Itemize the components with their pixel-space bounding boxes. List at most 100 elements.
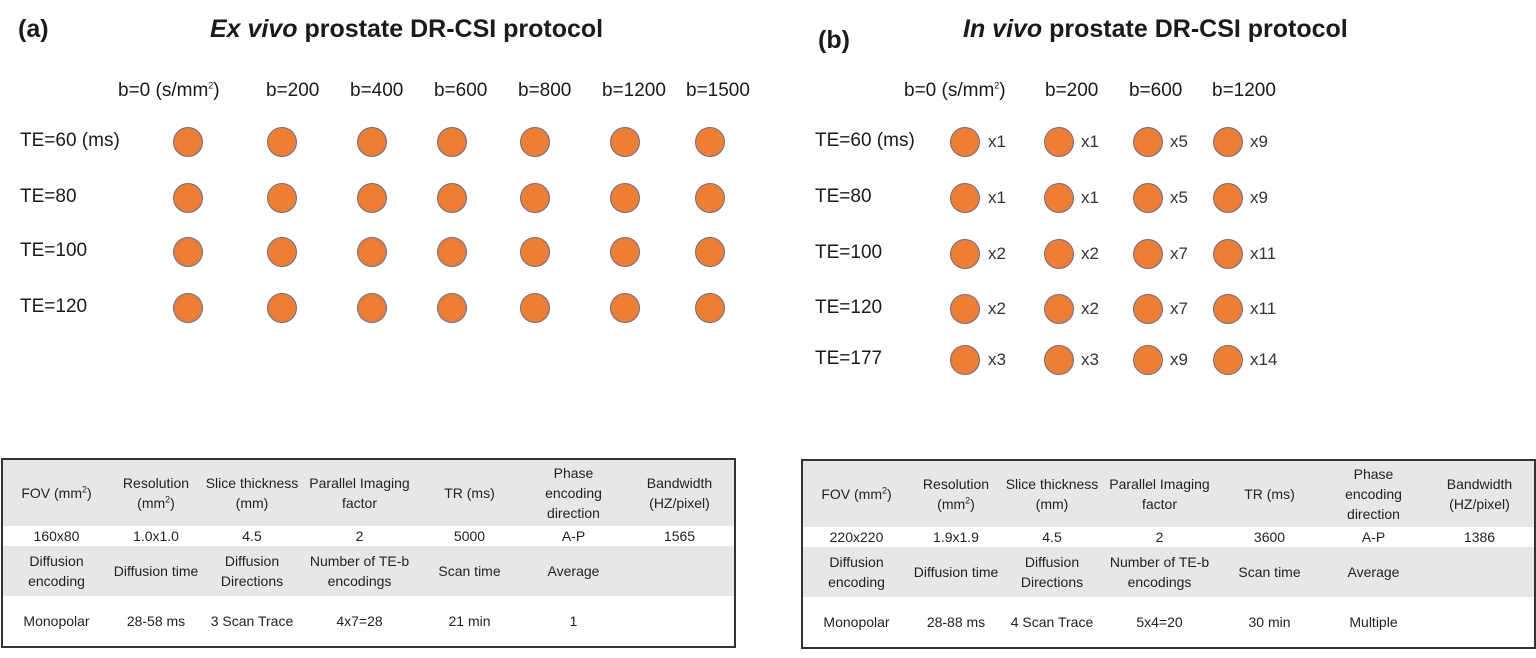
panel_b-repeat-multiplier: x2 — [1081, 244, 1099, 263]
table-cell: 160x80 — [2, 525, 110, 546]
panel-a-title: Ex vivo prostate DR-CSI protocol — [210, 15, 603, 44]
acquisition-dot — [1133, 345, 1163, 375]
table-cell: Slice thickness (mm) — [1002, 460, 1102, 527]
acquisition-dot — [520, 237, 550, 267]
superscript: 2 — [81, 484, 87, 495]
panel_b-repeat-multiplier: x9 — [1250, 188, 1268, 207]
acquisition-dot — [357, 237, 387, 267]
acquisition-dot — [357, 293, 387, 323]
panel-b-title-italic: In vivo — [963, 15, 1043, 43]
panel_b-repeat-multiplier: x11 — [1250, 244, 1277, 263]
table-cell: Phase encoding direction — [522, 459, 625, 526]
table-cell: Diffusion Directions — [202, 545, 302, 597]
acquisition-dot — [1133, 127, 1163, 157]
panel-b-parameter-table: FOV (mm2)Resolution (mm2)Slice thickness… — [801, 459, 1536, 649]
panel-a-parameter-table: FOV (mm2)Resolution (mm2)Slice thickness… — [1, 458, 736, 648]
table-cell: 1386 — [1425, 526, 1535, 547]
superscript: 2 — [881, 485, 887, 496]
table-cell: 2 — [302, 525, 417, 546]
acquisition-dot — [950, 294, 980, 324]
panel_b-repeat-multiplier: x2 — [1081, 299, 1099, 318]
acquisition-dot — [695, 183, 725, 213]
panel_a-te-label: TE=60 (ms) — [20, 130, 120, 151]
panel_b-b-header: b=200 — [1045, 80, 1099, 101]
acquisition-dot — [1044, 127, 1074, 157]
panel_b-repeat-multiplier: x1 — [1081, 188, 1099, 207]
acquisition-dot — [173, 237, 203, 267]
acquisition-dot — [1044, 294, 1074, 324]
table-cell: Parallel Imaging factor — [302, 459, 417, 526]
table-cell: Diffusion encoding — [2, 545, 110, 597]
panel_b-te-label: TE=100 — [815, 242, 883, 263]
acquisition-dot — [1213, 345, 1243, 375]
table-cell — [625, 545, 735, 597]
acquisition-dot — [950, 183, 980, 213]
table-cell: Diffusion encoding — [802, 546, 910, 598]
superscript: 2 — [965, 495, 971, 506]
table-cell: Number of TE-b encodings — [302, 545, 417, 597]
table-cell — [1425, 546, 1535, 598]
panel_b-te-label: TE=177 — [815, 348, 883, 369]
acquisition-dot — [437, 127, 467, 157]
acquisition-dot — [1133, 183, 1163, 213]
table-cell: 1.0x1.0 — [110, 525, 202, 546]
panel_b-repeat-multiplier: x7 — [1170, 299, 1188, 318]
acquisition-dot — [173, 183, 203, 213]
acquisition-dot — [1044, 183, 1074, 213]
panel_b-repeat-multiplier: x7 — [1170, 244, 1188, 263]
table-cell: FOV (mm2) — [802, 460, 910, 527]
table-cell: Slice thickness (mm) — [202, 459, 302, 526]
table-cell: 4.5 — [202, 525, 302, 546]
table-cell — [625, 596, 735, 647]
panel_b-repeat-multiplier: x9 — [1250, 132, 1268, 151]
panel_b-repeat-multiplier: x1 — [988, 132, 1006, 151]
acquisition-dot — [173, 293, 203, 323]
table-cell: 4.5 — [1002, 526, 1102, 547]
table-row: FOV (mm2)Resolution (mm2)Slice thickness… — [802, 460, 1535, 527]
acquisition-dot — [173, 127, 203, 157]
table-cell: Phase encoding direction — [1322, 460, 1425, 527]
table-cell: Monopolar — [802, 597, 910, 648]
acquisition-dot — [950, 345, 980, 375]
acquisition-dot — [695, 127, 725, 157]
table-cell: 28-88 ms — [910, 597, 1002, 648]
acquisition-dot — [1133, 294, 1163, 324]
acquisition-dot — [1133, 239, 1163, 269]
panel_a-b-header: b=600 — [434, 80, 488, 101]
table-cell: A-P — [522, 525, 625, 546]
panel_b-repeat-multiplier: x3 — [1081, 350, 1099, 369]
panel-a-title-italic: Ex vivo — [210, 15, 298, 43]
panel_b-repeat-multiplier: x5 — [1170, 188, 1188, 207]
panel_a-b-header: b=200 — [266, 80, 320, 101]
panel-a-label: (a) — [18, 15, 49, 43]
acquisition-dot — [610, 127, 640, 157]
table-cell: Parallel Imaging factor — [1102, 460, 1217, 527]
acquisition-dot — [437, 237, 467, 267]
superscript: 2 — [994, 80, 1000, 91]
panel_b-repeat-multiplier: x9 — [1170, 350, 1188, 369]
panel_b-repeat-multiplier: x3 — [988, 350, 1006, 369]
table-cell: 4 Scan Trace — [1002, 597, 1102, 648]
panel_a-te-label: TE=100 — [20, 240, 88, 261]
table-cell: 2 — [1102, 526, 1217, 547]
panel_b-repeat-multiplier: x2 — [988, 244, 1006, 263]
panel_a-b-header: b=1200 — [602, 80, 666, 101]
table-cell: 5x4=20 — [1102, 597, 1217, 648]
panel_b-b-header: b=0 (s/mm2) — [904, 80, 1006, 101]
panel-b-label: (b) — [818, 26, 850, 54]
table-cell: Diffusion time — [910, 546, 1002, 598]
table-cell: Bandwidth (HZ/pixel) — [625, 459, 735, 526]
table-cell — [1425, 597, 1535, 648]
panel-a-title-rest: prostate DR-CSI protocol — [297, 15, 604, 43]
table-cell: 5000 — [417, 525, 522, 546]
panel_a-b-header: b=400 — [350, 80, 404, 101]
panel_a-te-label: TE=120 — [20, 296, 88, 317]
table-cell: TR (ms) — [1217, 460, 1322, 527]
table-cell: Monopolar — [2, 596, 110, 647]
acquisition-dot — [520, 183, 550, 213]
panel_b-repeat-multiplier: x1 — [988, 188, 1006, 207]
